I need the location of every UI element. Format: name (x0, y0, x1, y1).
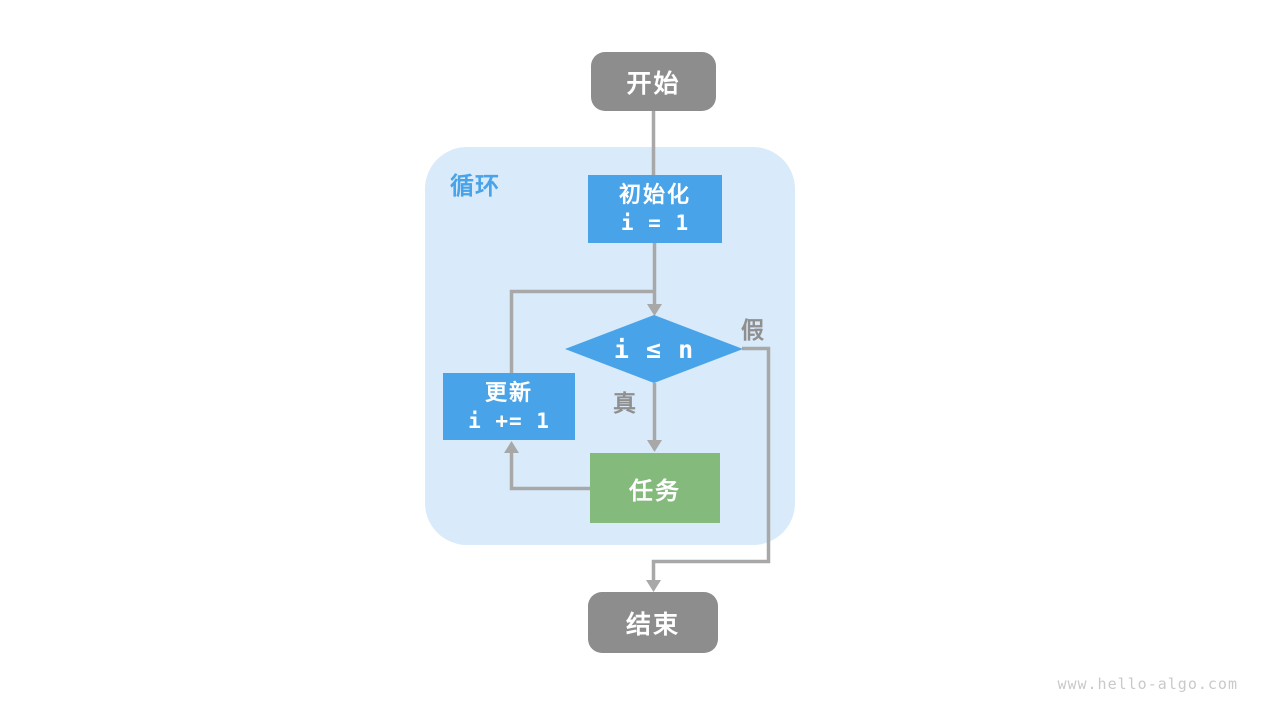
condition-node-label: i ≤ n (613, 334, 695, 364)
update-node: 更新 i += 1 (443, 373, 575, 440)
init-node-label: 初始化 (618, 182, 691, 207)
update-node-code: i += 1 (468, 408, 550, 433)
task-node: 任务 (590, 453, 720, 523)
watermark-text: www.hello-algo.com (1057, 675, 1238, 693)
loop-region-label: 循环 (450, 173, 500, 200)
false-branch-label: 假 (741, 317, 764, 343)
arrowhead-into-end (646, 580, 661, 592)
update-node-label: 更新 (484, 379, 533, 405)
init-node: 初始化 i = 1 (588, 175, 722, 243)
end-node-label: 结束 (625, 610, 680, 639)
true-branch-label: 真 (613, 390, 636, 416)
start-node: 开始 (591, 52, 716, 111)
task-node-label: 任务 (629, 477, 681, 505)
end-node: 结束 (588, 592, 718, 653)
start-node-label: 开始 (626, 69, 681, 98)
init-node-code: i = 1 (620, 211, 690, 235)
